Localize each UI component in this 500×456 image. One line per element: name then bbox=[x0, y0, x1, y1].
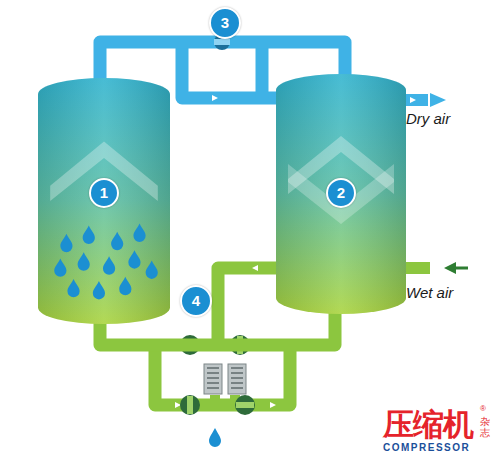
callout-circle: 3 bbox=[209, 7, 241, 39]
bypass-pipe bbox=[182, 42, 282, 98]
watermark: ® bbox=[480, 404, 486, 413]
watermark: 杂志 bbox=[480, 416, 490, 438]
watermark: 压缩机 bbox=[383, 404, 473, 446]
manifold-pipe bbox=[155, 345, 290, 405]
manifold-pipe bbox=[215, 395, 235, 405]
callout-number: 3 bbox=[221, 14, 229, 31]
inlet-label: Wet air bbox=[406, 284, 453, 301]
silencer-symbol bbox=[204, 364, 246, 394]
silencer-grill bbox=[207, 368, 243, 388]
callout-number: 4 bbox=[192, 292, 200, 309]
flow-arrow bbox=[454, 267, 468, 270]
callout-number: 1 bbox=[89, 178, 119, 208]
desiccant-tower: 2 bbox=[276, 74, 406, 314]
callout-number: 2 bbox=[326, 178, 356, 208]
callout-circle: 4 bbox=[180, 285, 212, 317]
desiccant-tower: 1 bbox=[38, 78, 170, 324]
manifold-pipe bbox=[218, 268, 282, 345]
bypass-pipe bbox=[256, 42, 269, 98]
inlet-pipe bbox=[404, 262, 430, 274]
flow-arrow bbox=[430, 93, 446, 107]
watermark: COMPRESSOR bbox=[383, 442, 470, 453]
outlet-label: Dry air bbox=[406, 110, 450, 127]
water-drop bbox=[209, 428, 221, 447]
